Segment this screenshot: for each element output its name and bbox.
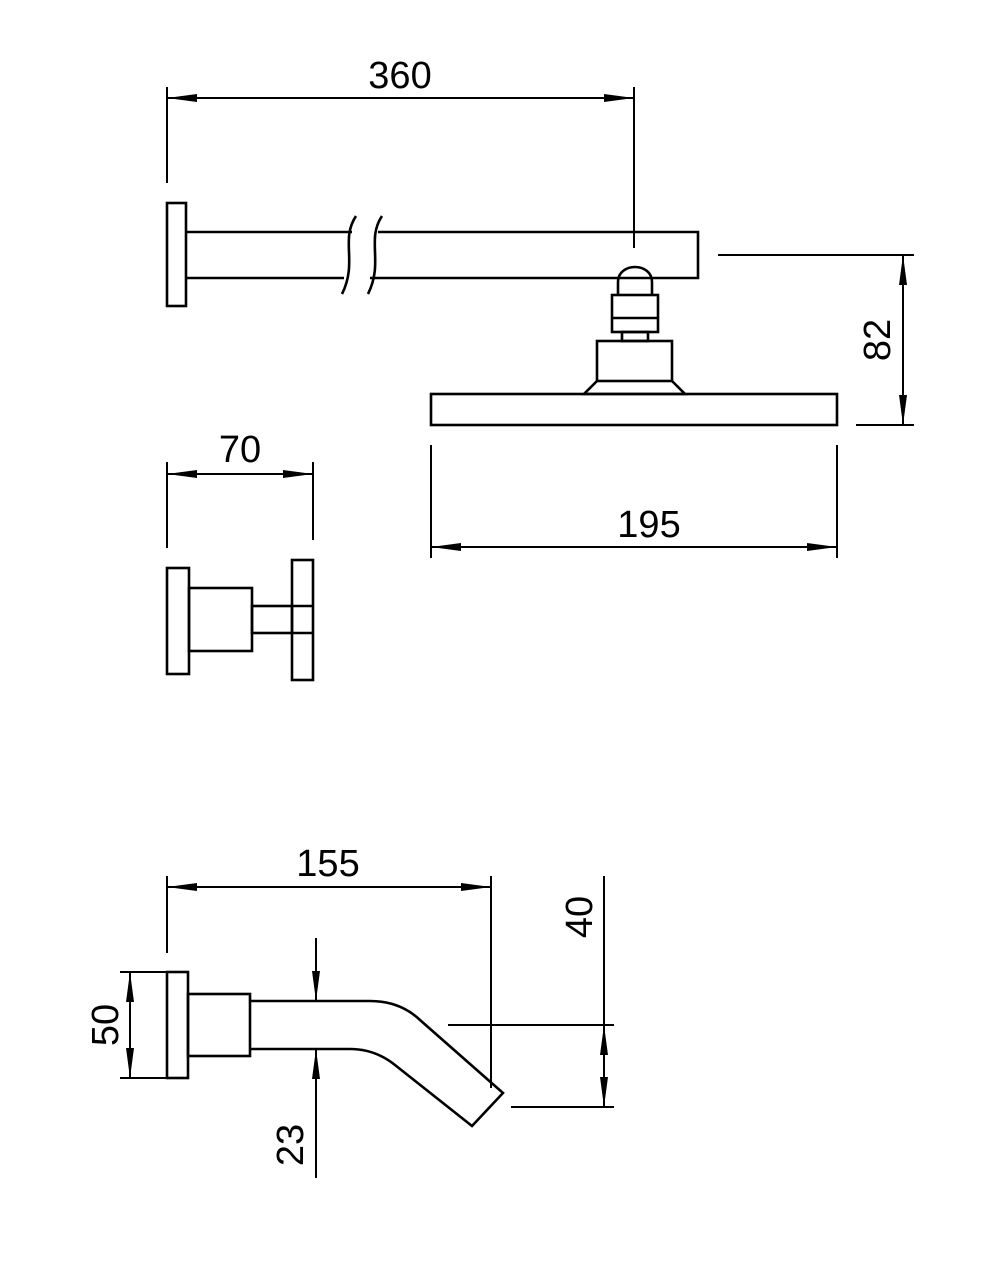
arm-break-lines [340,215,384,295]
shower-arm-assembly [165,201,700,308]
dim-label-82: 82 [857,319,899,361]
dimension-spout-diameter: 23 [270,938,320,1178]
arm-wall-flange [165,201,188,308]
spout-assembly [165,970,505,1128]
dimension-flange-height: 50 [85,971,167,1079]
dimension-arm-length: 360 [166,55,635,248]
joint-nut [610,293,660,334]
shower-head-plate [429,392,839,427]
mixer-valve [165,558,315,682]
spout-wall-flange [165,970,190,1080]
dimension-head-width: 195 [430,445,838,558]
dim-label-23: 23 [270,1124,312,1166]
dim-label-195: 195 [617,504,680,546]
dim-label-155: 155 [296,843,359,885]
head-collar [595,339,674,383]
spout-tube [250,999,505,1128]
head-taper [580,380,689,396]
spout-body [186,992,252,1058]
joint-neck [620,330,650,343]
dimension-mixer-depth: 70 [166,429,314,548]
dimension-head-height: 82 [718,254,914,426]
dim-label-70: 70 [219,429,261,471]
mixer-body [187,586,254,653]
mixer-spindle [250,604,294,635]
shower-arm-tube [186,230,700,280]
ball-joint [616,265,654,295]
dim-label-50: 50 [85,1004,127,1046]
dim-label-40: 40 [559,896,601,938]
shower-head-assembly [429,265,839,427]
mixer-wall-flange [165,566,191,676]
dimension-spout-length: 155 [166,843,492,1088]
dim-label-360: 360 [368,55,431,97]
mixer-handle [290,558,315,682]
dimension-spout-drop: 40 [448,876,614,1108]
